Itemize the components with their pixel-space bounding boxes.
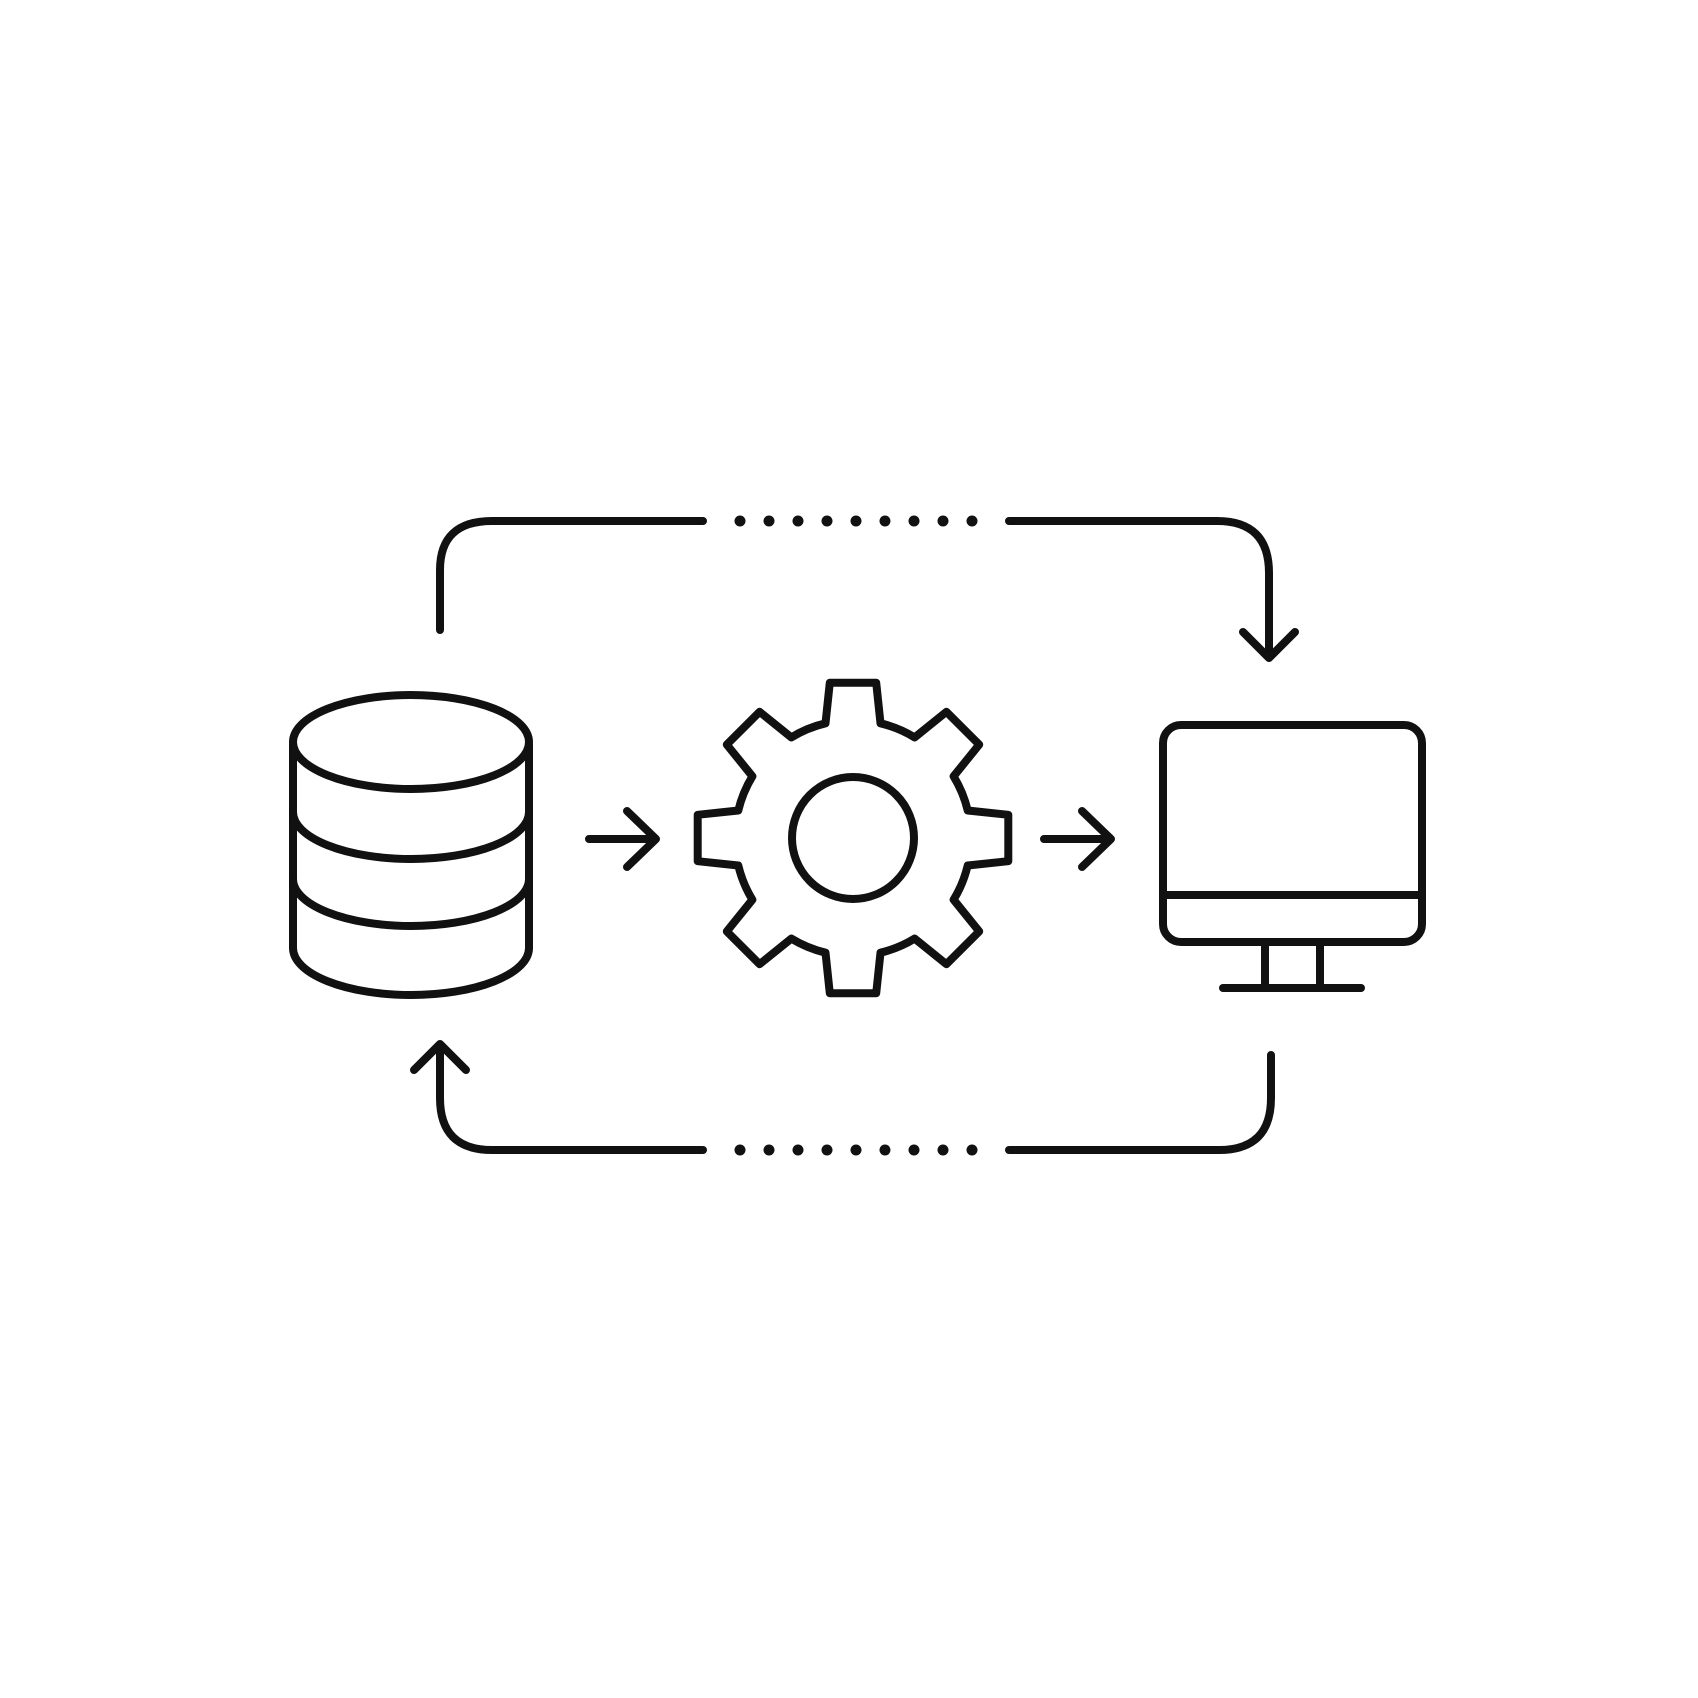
monitor-stand-neck xyxy=(1261,938,1324,991)
loop-dot xyxy=(792,515,804,527)
bottom-loop-connector xyxy=(410,1040,1275,1156)
database-ring-lower xyxy=(289,875,533,930)
loop-dot xyxy=(821,515,833,527)
gear-center-hole xyxy=(788,773,918,903)
bottom-loop-dots xyxy=(734,1144,978,1156)
gear-icon xyxy=(693,678,1013,998)
loop-dot xyxy=(937,515,949,527)
monitor-screen xyxy=(1159,721,1426,946)
loop-dot xyxy=(734,1144,746,1156)
loop-dot xyxy=(821,1144,833,1156)
database-body xyxy=(289,741,533,999)
database-ring-upper xyxy=(289,808,533,863)
loop-dot xyxy=(879,515,891,527)
loop-dot xyxy=(908,1144,920,1156)
loop-dot xyxy=(966,1144,978,1156)
up-arrowhead-icon xyxy=(410,1040,470,1074)
loop-dot xyxy=(879,1144,891,1156)
right-arrow-icon xyxy=(585,807,660,871)
arrow-gear-to-monitor xyxy=(1040,807,1115,871)
top-loop-right-segment xyxy=(1005,517,1273,659)
top-loop-left-segment xyxy=(436,517,707,634)
bottom-loop-right-segment xyxy=(1005,1051,1275,1154)
loop-dot xyxy=(850,515,862,527)
loop-dot xyxy=(937,1144,949,1156)
loop-dot xyxy=(763,1144,775,1156)
database-icon xyxy=(289,691,533,999)
arrow-database-to-gear xyxy=(585,807,660,871)
loop-dot xyxy=(850,1144,862,1156)
gear-outline xyxy=(693,678,1013,998)
loop-dot xyxy=(734,515,746,527)
loop-dot xyxy=(763,515,775,527)
loop-dot xyxy=(908,515,920,527)
down-arrowhead-icon xyxy=(1239,628,1299,662)
monitor-icon xyxy=(1159,721,1426,992)
bottom-loop-left-segment xyxy=(436,1042,707,1154)
top-loop-connector xyxy=(436,515,1299,662)
loop-dot xyxy=(792,1144,804,1156)
top-loop-dots xyxy=(734,515,978,527)
database-top-disk xyxy=(289,691,533,793)
loop-dot xyxy=(966,515,978,527)
right-arrow-icon xyxy=(1040,807,1115,871)
